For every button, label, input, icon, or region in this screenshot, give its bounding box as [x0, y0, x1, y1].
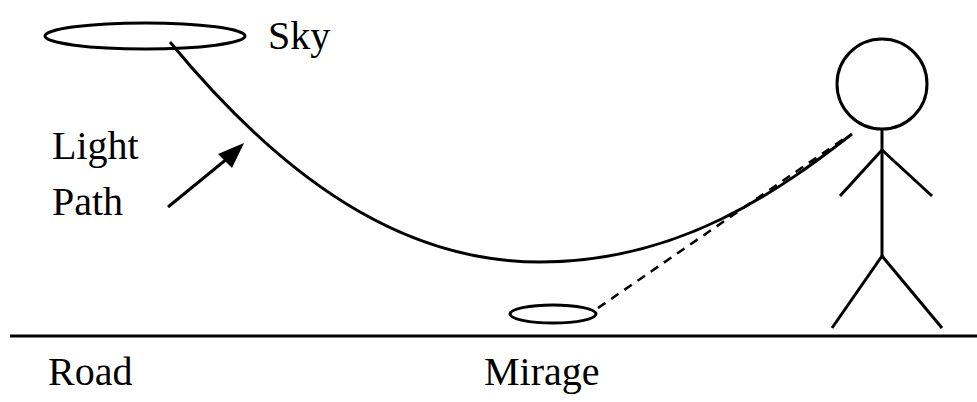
- road-label: Road: [48, 344, 132, 400]
- observer-figure: [832, 39, 942, 328]
- mirage-label: Mirage: [484, 344, 600, 400]
- sky-label: Sky: [268, 8, 330, 64]
- pointer-arrowhead: [218, 143, 244, 168]
- light-path-curve: [170, 42, 852, 262]
- mirage-ellipse: [510, 305, 596, 323]
- light-path-label: Light Path: [52, 118, 177, 230]
- sky-ellipse: [45, 23, 245, 49]
- road-line: [10, 335, 977, 338]
- apparent-sight-line: [598, 138, 845, 308]
- pointer-line: [168, 158, 228, 207]
